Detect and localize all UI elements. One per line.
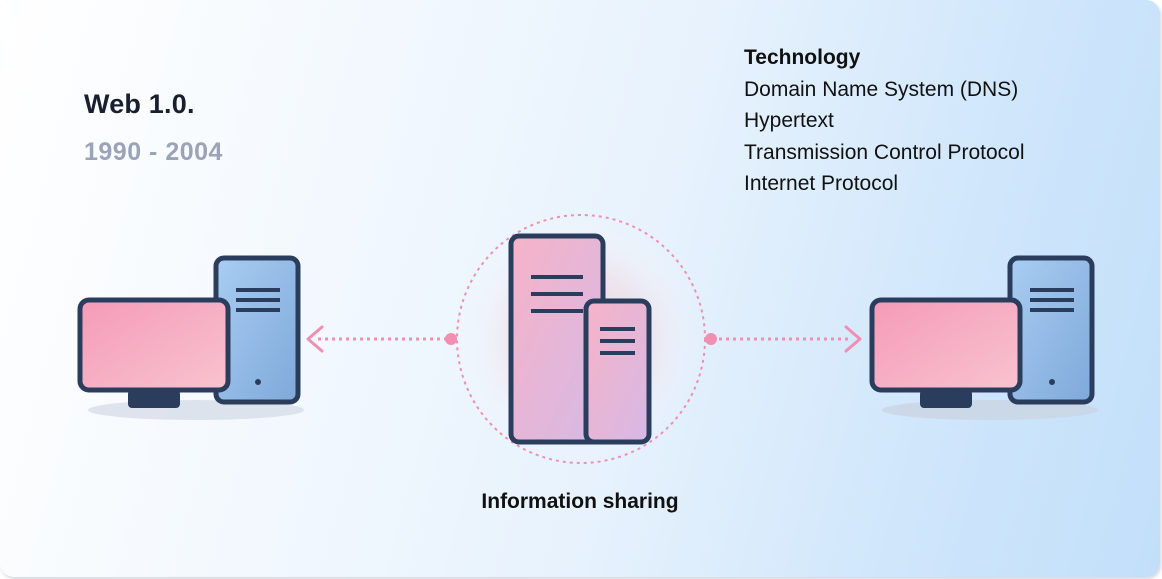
caption-text: Information sharing [481, 490, 679, 513]
technology-item: Domain Name System (DNS) [744, 77, 1019, 101]
diagram-caption: Information sharing [0, 490, 1160, 514]
right-connector-arrow [705, 325, 862, 353]
page-title: Web 1.0. [84, 89, 195, 119]
technology-heading: Technology [744, 46, 861, 69]
technology-item: Internet Protocol [744, 172, 899, 195]
era-years: 1990 - 2004 [84, 138, 223, 166]
left-connector-arrow [306, 325, 457, 353]
left-computer-icon [77, 255, 304, 420]
technology-item: Hypertext [744, 109, 834, 132]
server-icon [456, 214, 706, 464]
technology-list: Technology Domain Name System (DNS) Hype… [744, 42, 1025, 200]
right-computer-icon [869, 255, 1098, 420]
technology-item: Transmission Control Protocol [744, 140, 1025, 164]
